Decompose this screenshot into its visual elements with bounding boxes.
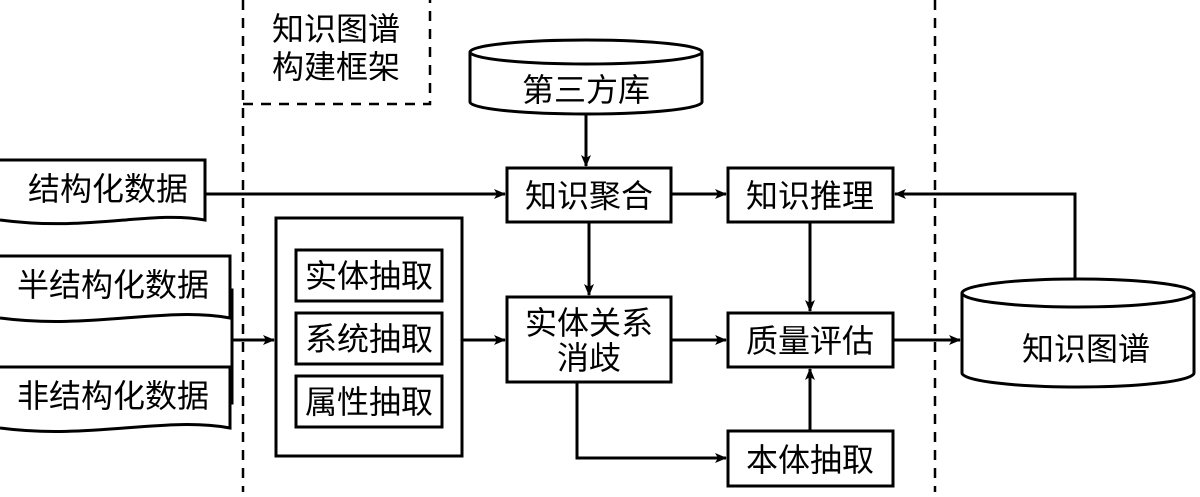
knowledge-fusion-node: 知识聚合 <box>505 166 673 224</box>
entity-extraction-label: 实体抽取 <box>305 257 433 295</box>
unstructured-data-source: 非结构化数据 <box>0 365 232 433</box>
relation-extraction-label: 系统抽取 <box>305 320 433 358</box>
third-party-library-label: 第三方库 <box>522 71 650 109</box>
knowledge-graph-label: 知识图谱 <box>1022 330 1150 368</box>
connector-semi-structured <box>230 288 234 340</box>
arrow-resolution-to-ontology <box>575 382 727 463</box>
entity-resolution-label-line2: 消歧 <box>557 339 621 377</box>
entity-resolution-label-line1: 实体关系 <box>525 304 653 342</box>
attribute-extraction-label: 属性抽取 <box>305 383 433 421</box>
semi-structured-data-source: 半结构化数据 <box>0 254 232 323</box>
knowledge-reasoning-node: 知识推理 <box>726 166 895 224</box>
frame-title-dashed-border <box>243 0 432 106</box>
semi-structured-data-label: 半结构化数据 <box>17 266 209 304</box>
attribute-extraction-node: 属性抽取 <box>294 374 444 429</box>
ontology-extraction-label: 本体抽取 <box>746 441 874 479</box>
structured-data-source: 结构化数据 <box>0 158 207 226</box>
entity-resolution-node: 实体关系 消歧 <box>505 295 673 384</box>
frame-title-line1: 知识图谱 <box>272 10 400 48</box>
third-party-library-node: 第三方库 <box>468 38 704 116</box>
unstructured-data-label: 非结构化数据 <box>17 377 209 415</box>
knowledge-fusion-label: 知识聚合 <box>525 177 653 215</box>
relation-extraction-node: 系统抽取 <box>294 311 444 366</box>
knowledge-reasoning-label: 知识推理 <box>746 177 874 215</box>
ontology-extraction-node: 本体抽取 <box>726 429 895 488</box>
structured-data-label: 结构化数据 <box>28 170 188 208</box>
connector-unstructured <box>230 340 234 405</box>
quality-assessment-label: 质量评估 <box>746 322 874 360</box>
entity-extraction-node: 实体抽取 <box>294 248 444 303</box>
arrow-knowledge-graph-to-reasoning <box>894 189 1077 279</box>
frame-title-line2: 构建框架 <box>272 48 400 86</box>
quality-assessment-node: 质量评估 <box>726 311 895 369</box>
knowledge-graph-node: 知识图谱 <box>960 277 1196 389</box>
